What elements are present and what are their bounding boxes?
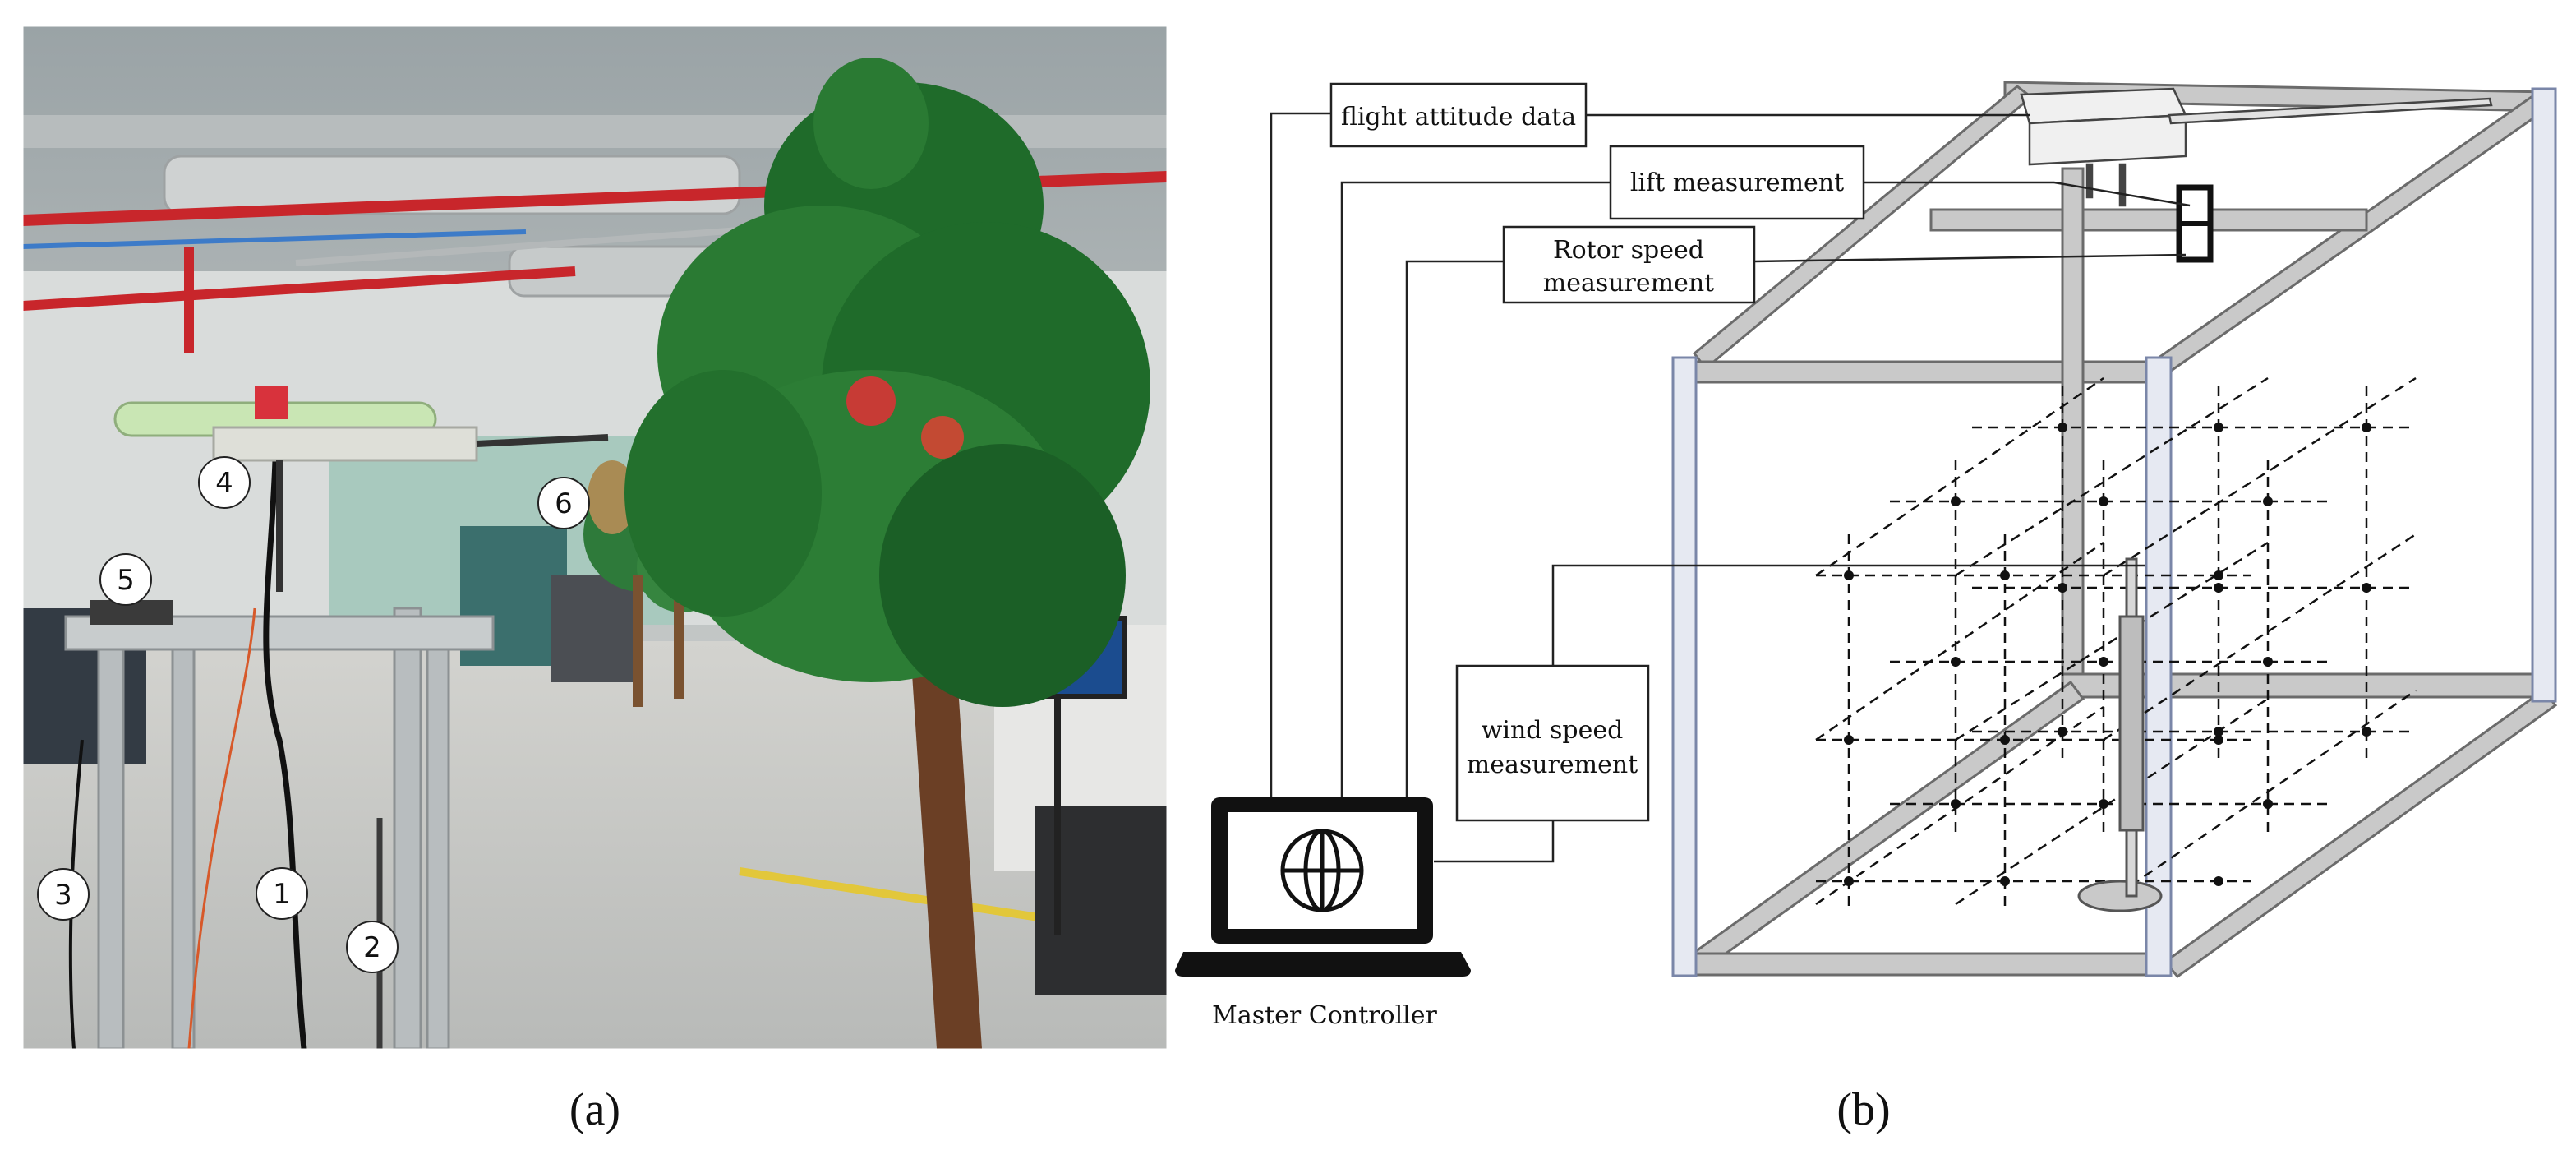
label-lift-text: lift measurement [1630,169,1844,197]
master-controller-label: Master Controller [1212,1001,1437,1030]
drone-side [2028,113,2187,166]
line-lift [1340,181,1611,806]
fruit [921,416,964,459]
tree-trunk [912,674,982,1049]
anemometer-stand [2077,557,2163,912]
label-flight-attitude-text: flight attitude data [1341,103,1576,132]
globe-icon [1280,829,1364,912]
drone-test-rig [2020,87,2493,207]
fruit [846,376,896,426]
panel-a-photo: 1 2 3 4 5 6 (a) [22,25,1168,1135]
caption-b: (b) [1836,1084,1890,1135]
label-lift: lift measurement [1609,145,1865,220]
laptop-base [1175,952,1471,977]
blue-pipe [23,229,527,249]
line-wind-speed [1551,564,2145,666]
marker-4: 4 [198,456,251,509]
marker-6: 6 [537,477,590,529]
label-rotor-speed: Rotor speed measurement [1502,225,1756,304]
label-rotor-line1: Rotor speed [1553,236,1704,265]
marker-2: 2 [346,921,399,973]
post-back-right [2531,87,2557,703]
post-front-left [1671,356,1698,977]
marker-1-label: 1 [273,878,291,911]
anemometer-sensor [2118,615,2145,832]
drone-boom [476,434,609,447]
frame-inner-post [2061,167,2085,700]
label-rotor-line2: measurement [1543,269,1714,298]
label-wind-line1: wind speed [1482,716,1624,745]
marker-3: 3 [37,868,90,921]
marker-2-label: 2 [363,931,381,964]
line-flight-attitude [1270,112,1331,806]
marker-5: 5 [99,553,152,606]
marker-4-label: 4 [215,467,233,500]
line-rotor-speed [1405,260,1504,806]
line-wind-to-controller [1434,820,1555,863]
frame-bottom-left [1690,680,2085,971]
drone-body [212,426,478,462]
measurement-grid [1815,376,2417,912]
sensor-cable [263,460,307,1049]
label-wind-line2: measurement [1467,751,1638,779]
signal-lines [1270,112,2191,863]
marker-3-label: 3 [54,879,72,912]
drone-arm [2168,97,2493,125]
frame-front-top [1675,360,2171,384]
marker-6-label: 6 [555,487,573,520]
anemometer-base [2077,880,2163,912]
master-controller: Master Controller [1175,797,1471,1030]
frame-upper-crossbar [1929,208,2368,232]
label-wind-speed: wind speed measurement [1455,664,1650,822]
marker-1: 1 [256,867,308,920]
frame-bottom-front [1691,952,2171,977]
lift-sensor [2176,184,2214,263]
frame-bottom-right [2163,688,2558,979]
frame-post [97,615,125,1049]
panel-b-schematic: flight attitude data lift measurement Ro… [1175,81,2558,1135]
caption-a: (a) [569,1084,620,1135]
tree-foliage [624,58,1150,707]
label-flight-attitude: flight attitude data [1329,82,1588,148]
post-front-right [2145,356,2173,977]
grid-nodes [1844,423,2371,886]
fruit-cluster [588,460,637,534]
marker-5-label: 5 [117,564,135,597]
